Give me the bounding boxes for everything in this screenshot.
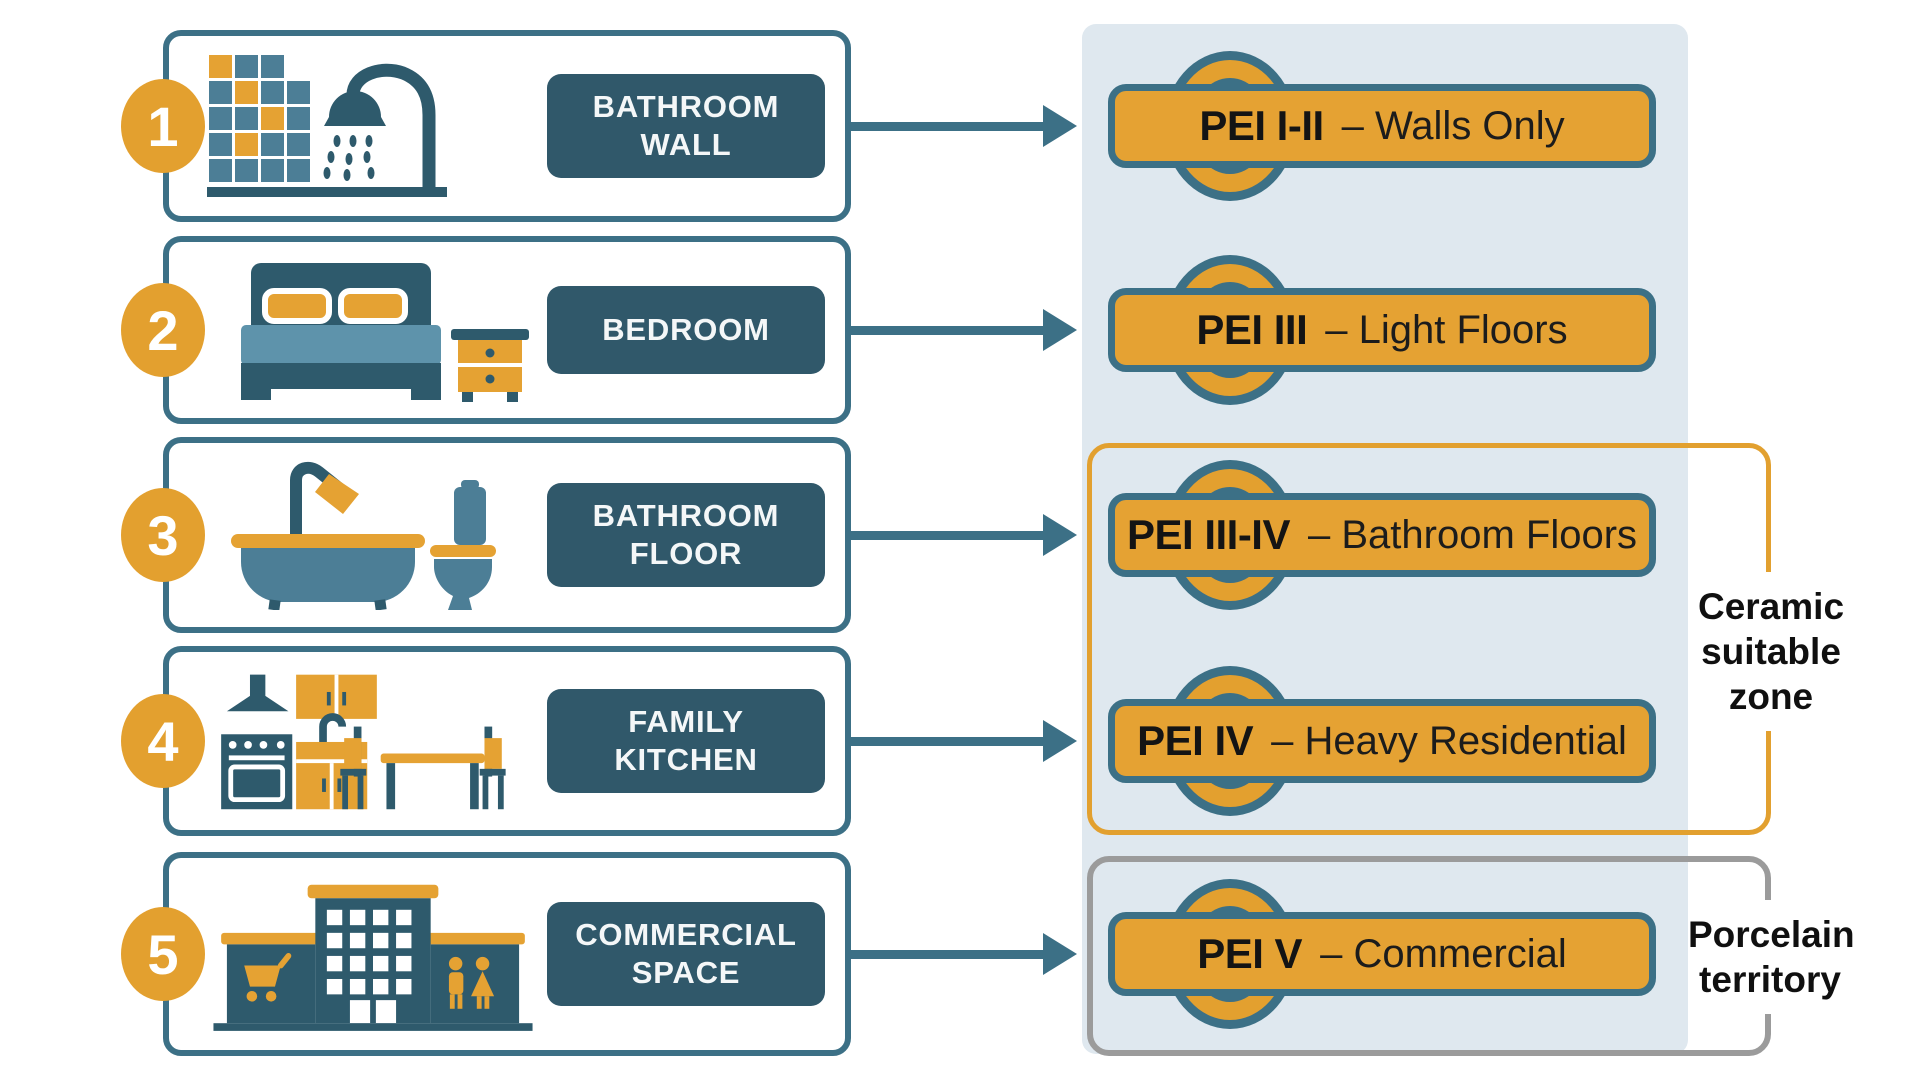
arrow-line bbox=[851, 326, 1045, 335]
arrow-head-icon bbox=[1043, 933, 1077, 975]
arrow-head-icon bbox=[1043, 720, 1077, 762]
pei-rating-code: PEI I-II bbox=[1199, 102, 1324, 149]
arrow-line bbox=[851, 531, 1045, 540]
right-wing bbox=[426, 932, 525, 1024]
pei-badge-3: PEI III-IV – Bathroom Floors bbox=[1108, 460, 1656, 610]
upper-cabinets bbox=[296, 674, 377, 719]
stove bbox=[221, 734, 293, 810]
arrow-head-icon bbox=[1043, 309, 1077, 351]
zone-label-line: Ceramic bbox=[1697, 586, 1845, 627]
toilet bbox=[430, 480, 496, 610]
pei-badge-4: PEI IV – Heavy Residential bbox=[1108, 666, 1656, 816]
arrow-line bbox=[851, 950, 1045, 959]
room-label-line: KITCHEN bbox=[614, 742, 758, 777]
arrow-head-icon bbox=[1043, 514, 1077, 556]
range-hood bbox=[226, 674, 289, 712]
nightstand bbox=[451, 329, 529, 402]
tub-shower bbox=[231, 461, 425, 610]
step-number: 5 bbox=[147, 922, 179, 986]
step-number-badge: 2 bbox=[121, 283, 205, 377]
zone-label-line: suitable bbox=[1701, 631, 1841, 672]
step-number: 2 bbox=[147, 298, 179, 362]
pei-rating-pill: PEI III – Light Floors bbox=[1108, 288, 1656, 372]
pei-rating-pill: PEI III-IV – Bathroom Floors bbox=[1108, 493, 1656, 577]
pei-rating-description: – Bathroom Floors bbox=[1308, 512, 1638, 557]
pei-rating-code: PEI III bbox=[1196, 306, 1308, 353]
arrow-line bbox=[851, 122, 1045, 131]
room-label-bedroom: BEDROOM bbox=[547, 286, 825, 374]
pei-rating-description: – Heavy Residential bbox=[1271, 718, 1627, 763]
bathroom-wall-icon bbox=[207, 55, 447, 197]
pei-badge-1: PEI I-II – Walls Only bbox=[1108, 51, 1656, 201]
pei-rating-description: – Walls Only bbox=[1341, 103, 1565, 148]
room-label-line: BATHROOM bbox=[592, 498, 780, 533]
chairs bbox=[340, 726, 506, 810]
room-label-line: SPACE bbox=[631, 955, 741, 990]
commercial-space-icon bbox=[213, 884, 533, 1031]
zone-label-line: Porcelain bbox=[1688, 914, 1855, 955]
shower-head bbox=[323, 63, 436, 187]
step-number-badge: 4 bbox=[121, 694, 205, 788]
pei-rating-pill: PEI V – Commercial bbox=[1108, 912, 1656, 996]
bathroom-floor-icon bbox=[231, 461, 496, 610]
pei-badge-5: PEI V – Commercial bbox=[1108, 879, 1656, 1029]
pei-badge-2: PEI III – Light Floors bbox=[1108, 255, 1656, 405]
room-label-line: FLOOR bbox=[629, 536, 743, 571]
arrow-head-icon bbox=[1043, 105, 1077, 147]
room-label-line: COMMERCIAL bbox=[575, 917, 797, 952]
pei-rating-description: – Commercial bbox=[1320, 931, 1567, 976]
dining-table bbox=[380, 753, 485, 810]
left-wing bbox=[221, 932, 320, 1024]
pei-rating-pill: PEI IV – Heavy Residential bbox=[1108, 699, 1656, 783]
room-label-line: FAMILY bbox=[628, 704, 744, 739]
pei-rating-code: PEI IV bbox=[1137, 717, 1254, 764]
arrow-line bbox=[851, 737, 1045, 746]
room-label-line: BATHROOM bbox=[592, 89, 780, 124]
zone-label-line: zone bbox=[1728, 676, 1814, 717]
tile-grid bbox=[209, 55, 310, 182]
porcelain-territory-label: Porcelain territory bbox=[1688, 900, 1855, 1014]
step-number-badge: 1 bbox=[121, 79, 205, 173]
family-kitchen-icon bbox=[221, 674, 506, 810]
pei-rating-code: PEI III-IV bbox=[1126, 511, 1291, 558]
room-label-line: BEDROOM bbox=[602, 312, 770, 347]
step-number: 1 bbox=[147, 94, 179, 158]
bedroom-icon bbox=[241, 263, 529, 402]
ceramic-suitable-zone-label: Ceramic suitable zone bbox=[1697, 572, 1845, 731]
zone-label-line: territory bbox=[1699, 959, 1841, 1000]
room-label-bathroom-floor: BATHROOM FLOOR bbox=[547, 483, 825, 587]
step-number: 4 bbox=[147, 709, 179, 773]
step-number-badge: 3 bbox=[121, 488, 205, 582]
pei-rating-description: – Light Floors bbox=[1325, 307, 1568, 352]
room-label-family-kitchen: FAMILY KITCHEN bbox=[547, 689, 825, 793]
room-label-line: WALL bbox=[640, 127, 732, 162]
pei-rating-pill: PEI I-II – Walls Only bbox=[1108, 84, 1656, 168]
room-label-bathroom-wall: BATHROOM WALL bbox=[547, 74, 825, 178]
pei-rating-code: PEI V bbox=[1197, 930, 1303, 977]
step-number: 3 bbox=[147, 503, 179, 567]
center-tower bbox=[307, 884, 439, 1024]
room-label-commercial-space: COMMERCIAL SPACE bbox=[547, 902, 825, 1006]
step-number-badge: 5 bbox=[121, 907, 205, 1001]
